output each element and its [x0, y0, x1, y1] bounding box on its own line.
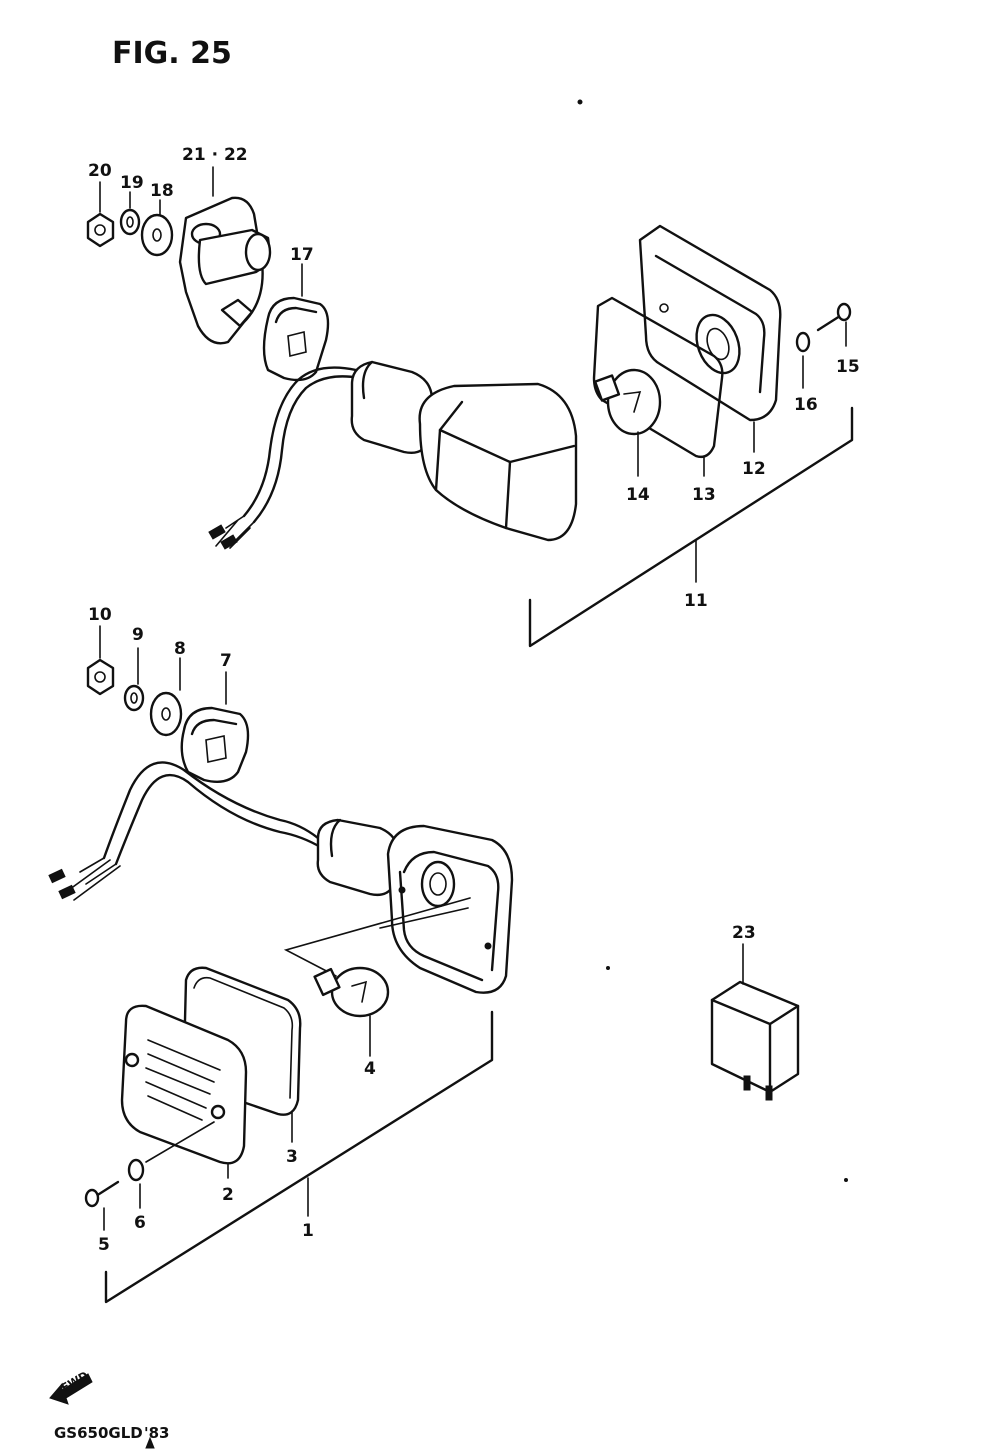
mounting-bracket-icon	[178, 166, 272, 345]
lock-washer-icon	[123, 647, 145, 712]
bulb-icon	[313, 966, 390, 1057]
footer-mark	[145, 1436, 155, 1449]
model-code: GS650GLD	[54, 1424, 143, 1442]
turn-signal-housing-icon	[316, 818, 514, 994]
callout-3: 3	[286, 1147, 298, 1167]
callout-14: 14	[626, 485, 650, 505]
callout-17: 17	[290, 245, 314, 265]
scan-speck	[606, 966, 610, 970]
assembly-bracket-11	[528, 406, 854, 648]
callout-20: 20	[88, 161, 112, 181]
callout-23: 23	[732, 923, 756, 943]
small-washer-icon	[127, 1121, 215, 1209]
callout-18: 18	[150, 181, 174, 201]
callout-13: 13	[692, 485, 716, 505]
screw-icon	[84, 1180, 120, 1231]
nut-icon	[86, 181, 115, 248]
scan-speck	[577, 99, 583, 105]
upper-turn-signal-assembly	[86, 166, 854, 648]
callout-7: 7	[220, 651, 232, 671]
callout-15: 15	[836, 357, 860, 377]
rubber-grommet-icon	[262, 263, 330, 382]
assembly-bracket-1	[104, 1010, 494, 1304]
callout-2: 2	[222, 1185, 234, 1205]
callout-21-22: 21 · 22	[182, 145, 248, 165]
callout-10: 10	[88, 605, 112, 625]
rubber-grommet-icon	[180, 671, 250, 783]
wire-harness-icon	[208, 366, 362, 550]
callout-labels: 20 19 18 21 · 22 17 15 16 12 13 14 11 10…	[88, 145, 860, 1255]
washer-icon	[140, 199, 174, 257]
bulb-icon	[593, 368, 662, 477]
small-washer-icon	[795, 331, 811, 389]
flasher-relay-icon	[710, 943, 800, 1101]
turn-signal-housing-icon	[350, 360, 578, 542]
model-year: '83	[144, 1424, 169, 1442]
wire-harness-icon	[48, 761, 324, 901]
lens-icon	[638, 224, 782, 453]
bulb-leader-lines	[283, 897, 471, 977]
callout-11: 11	[684, 591, 708, 611]
lens-icon	[120, 1004, 248, 1179]
scan-speck	[844, 1178, 848, 1182]
callout-16: 16	[794, 395, 818, 415]
screw-icon	[816, 302, 852, 347]
callout-5: 5	[98, 1235, 110, 1255]
nut-icon	[86, 625, 115, 696]
callout-9: 9	[132, 625, 144, 645]
callout-19: 19	[120, 173, 144, 193]
lock-washer-icon	[119, 191, 141, 236]
washer-icon	[149, 657, 183, 737]
callout-6: 6	[134, 1213, 146, 1233]
callout-8: 8	[174, 639, 186, 659]
figure-title: FIG. 25	[112, 36, 232, 71]
callout-1: 1	[302, 1221, 314, 1241]
direction-marker: FWD	[49, 1369, 93, 1405]
lower-turn-signal-assembly	[48, 625, 514, 1304]
callout-4: 4	[364, 1059, 376, 1079]
callout-12: 12	[742, 459, 766, 479]
gasket-icon	[592, 296, 724, 477]
